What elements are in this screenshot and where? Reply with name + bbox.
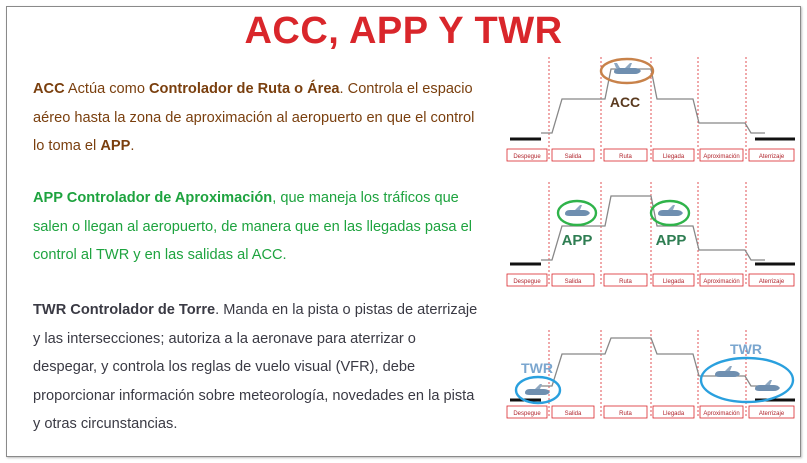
phase-box bbox=[748, 273, 795, 287]
app-flight-diagram: APP APP Despegue Salida Ruta Llegada Aproxim… bbox=[506, 182, 795, 287]
app-arrival-marker bbox=[649, 199, 691, 227]
phase-box bbox=[699, 148, 744, 162]
phase-label: Ruta bbox=[619, 279, 632, 285]
twr-departure-label: TWR bbox=[521, 360, 553, 376]
phase-box bbox=[603, 273, 648, 287]
airplane-icon bbox=[755, 380, 780, 391]
flight-profile-line bbox=[541, 195, 765, 261]
phase-box bbox=[506, 148, 548, 162]
app-term-inline: APP bbox=[100, 138, 131, 154]
phase-label: Aterrizaje bbox=[759, 279, 785, 285]
flight-profile-line bbox=[541, 337, 765, 387]
phase-label: Llegada bbox=[663, 154, 685, 160]
phase-box bbox=[603, 405, 648, 419]
phase-label: Llegada bbox=[663, 411, 685, 417]
phase-labels: Despegue Salida Ruta Llegada Aproximación Ate… bbox=[506, 148, 795, 162]
phase-box bbox=[506, 405, 548, 419]
twr-term: TWR Controlador de Torre bbox=[33, 302, 216, 318]
phase-box bbox=[652, 405, 695, 419]
airplane-icon bbox=[658, 205, 683, 216]
phase-label: Aterrizaje bbox=[759, 411, 785, 417]
acc-term: ACC bbox=[33, 81, 65, 97]
phase-box bbox=[506, 273, 548, 287]
phase-label: Ruta bbox=[619, 154, 632, 160]
slide-title: ACC, APP Y TWR bbox=[244, 10, 563, 52]
phase-label: Salida bbox=[565, 411, 582, 417]
phase-dividers bbox=[548, 57, 747, 161]
app-arrival-label: APP bbox=[656, 232, 687, 249]
acc-description: ACC Actúa como Controlador de Ruta o Áre… bbox=[33, 81, 475, 154]
twr-description: TWR Controlador de Torre. Manda en la pi… bbox=[33, 302, 478, 432]
app-departure-label: APP bbox=[562, 232, 593, 249]
phase-box bbox=[551, 405, 595, 419]
phase-labels: Despegue Salida Ruta Llegada Aproximación Ate… bbox=[506, 273, 795, 287]
phase-box bbox=[699, 273, 744, 287]
phase-box bbox=[652, 148, 695, 162]
phase-box bbox=[652, 273, 695, 287]
airplane-icon bbox=[715, 366, 740, 377]
phase-box bbox=[603, 148, 648, 162]
app-departure-marker bbox=[556, 199, 598, 227]
phase-label: Aproximación bbox=[703, 154, 739, 160]
phase-label: Salida bbox=[565, 154, 582, 160]
acc-zone-marker bbox=[599, 57, 655, 85]
twr-arrival-label: TWR bbox=[730, 341, 762, 357]
phase-box bbox=[551, 148, 595, 162]
twr-departure-marker bbox=[514, 375, 562, 405]
phase-box bbox=[551, 273, 595, 287]
airplane-icon bbox=[614, 63, 641, 74]
phase-label: Despegue bbox=[513, 279, 541, 285]
phase-label: Aproximación bbox=[703, 279, 739, 285]
acc-zone-label: ACC bbox=[610, 94, 640, 110]
phase-label: Aterrizaje bbox=[759, 154, 785, 160]
phase-labels: Despegue Salida Ruta Llegada Aproximación Ate… bbox=[506, 405, 795, 419]
twr-arrival-marker bbox=[699, 356, 795, 404]
phase-box bbox=[748, 148, 795, 162]
airplane-icon bbox=[525, 384, 550, 395]
phase-box bbox=[748, 405, 795, 419]
acc-role: Controlador de Ruta o Área bbox=[149, 81, 340, 97]
phase-dividers bbox=[548, 182, 747, 286]
acc-flight-diagram: ACC Despegue Salida Ruta Llegada Aproximació… bbox=[506, 57, 795, 162]
phase-label: Ruta bbox=[619, 411, 632, 417]
twr-flight-diagram: TWR TWR Despegue Salida Ruta Llegada Aproxim… bbox=[506, 330, 795, 419]
phase-label: Aproximación bbox=[703, 411, 739, 417]
phase-label: Salida bbox=[565, 279, 582, 285]
phase-label: Despegue bbox=[513, 411, 541, 417]
airplane-icon bbox=[565, 205, 590, 216]
phase-label: Llegada bbox=[663, 279, 685, 285]
phase-box bbox=[699, 405, 744, 419]
phase-label: Despegue bbox=[513, 154, 541, 160]
app-description: APP Controlador de Aproximación, que man… bbox=[33, 190, 472, 263]
flight-profile-line bbox=[541, 68, 765, 134]
app-term: APP Controlador de Aproximación bbox=[33, 190, 273, 206]
slide-frame bbox=[6, 6, 801, 457]
